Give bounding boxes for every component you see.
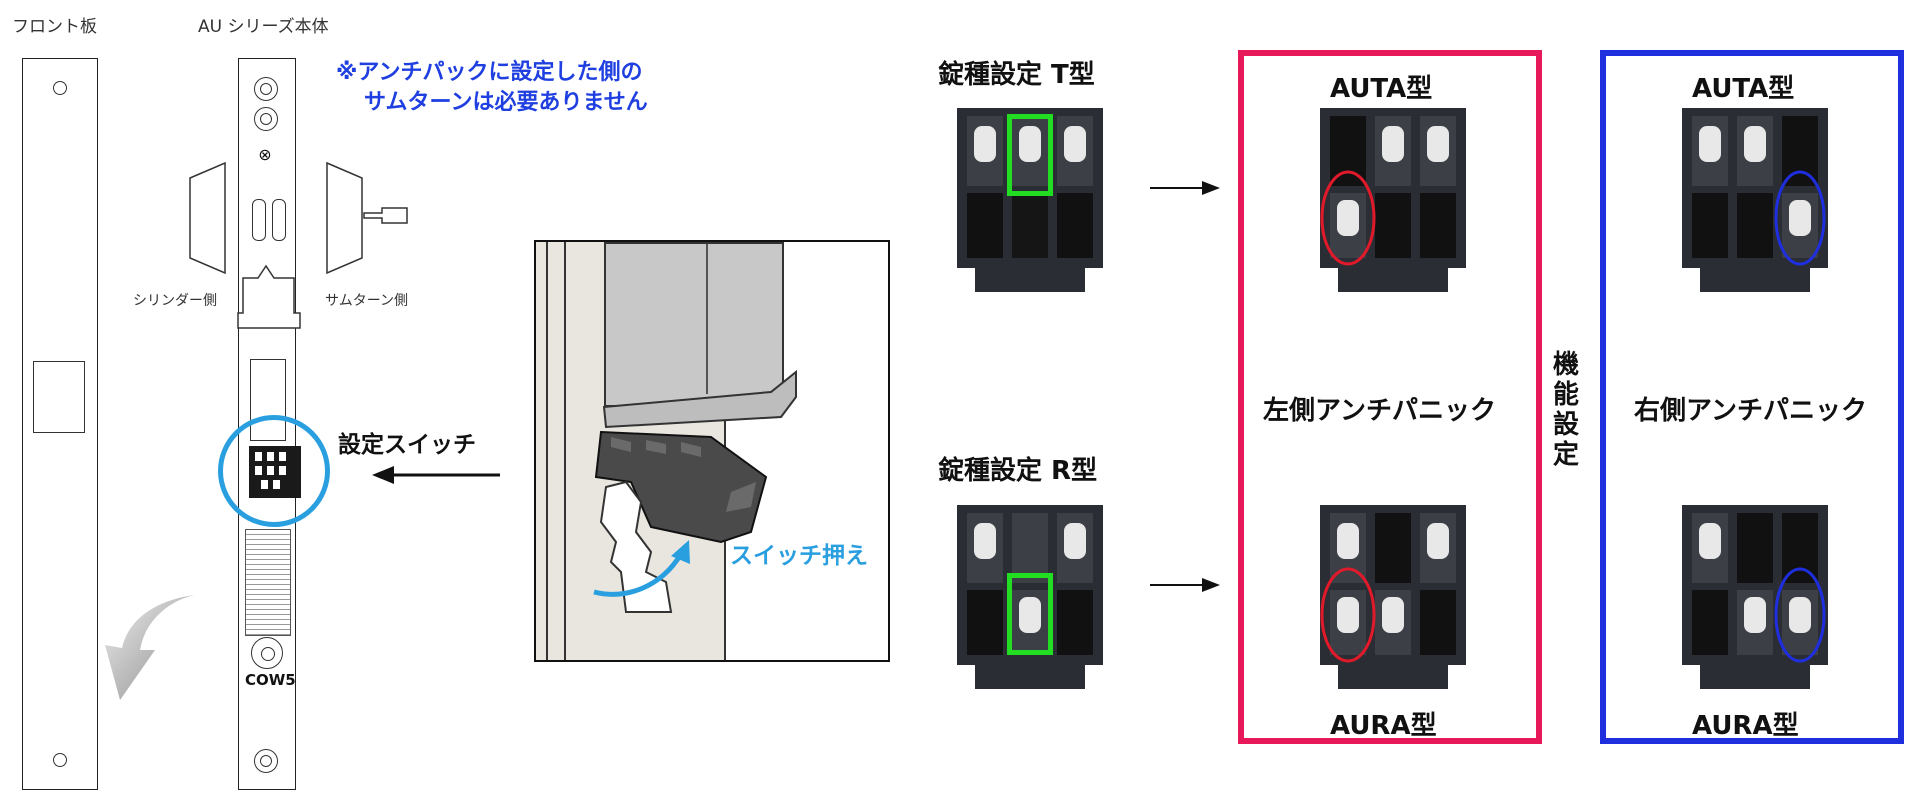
switch-photo-graphic (957, 505, 1103, 689)
switch-photo-graphic (1682, 505, 1828, 689)
setting-switch-label: 設定スイッチ (338, 432, 476, 458)
screw-hole (254, 749, 278, 773)
screw-hole (53, 81, 67, 95)
cylinder-side-label: シリンダー側 (133, 293, 217, 309)
latch-slot (272, 199, 286, 241)
switch-photo-auta-left (1320, 108, 1466, 298)
arrow-left-icon (372, 466, 500, 484)
screw-hole (254, 77, 278, 101)
left-antipanic-label: 左側アンチパニック (1263, 396, 1496, 426)
green-marker (1007, 114, 1053, 196)
auta-right-label: AUTA型 (1692, 74, 1795, 104)
switch-closeup-illustration (534, 240, 890, 662)
right-antipanic-label: 右側アンチパニック (1634, 396, 1867, 426)
spec-label (245, 529, 291, 636)
switch-highlight-circle (218, 415, 330, 527)
note-line1: ※アンチパックに設定した側の (336, 60, 643, 85)
lock-type-r-label: 錠種設定 R型 (938, 456, 1098, 486)
screw-hole (254, 107, 278, 131)
switch-photo-aura-right (1682, 505, 1828, 695)
note-line2: サムターンは必要ありません (364, 90, 648, 115)
front-plate (22, 58, 98, 790)
front-plate-label: フロント板 (12, 17, 97, 37)
switch-press-label: スイッチ押え (730, 543, 868, 569)
body-bracket (237, 264, 301, 329)
switch-photo-t (957, 108, 1103, 298)
right-antipanic-panel (1600, 50, 1904, 744)
switch-cover (594, 430, 768, 613)
arrow-right-icon (1150, 578, 1220, 592)
thumbturn-escutcheon (326, 161, 408, 275)
cylinder-hole (251, 637, 283, 669)
function-setting-label: 機能設定 (1551, 350, 1581, 470)
thumbturn-side-label: サムターン側 (325, 293, 409, 309)
green-marker (1007, 573, 1053, 655)
function-setting-text: 機能設定 (1552, 350, 1579, 470)
strike-opening (33, 361, 85, 433)
left-antipanic-panel (1238, 50, 1542, 744)
lock-type-t-label: 錠種設定 T型 (938, 60, 1095, 90)
lock-case (604, 242, 784, 407)
cross-screw-icon: ⊗ (258, 145, 272, 164)
switch-photo-graphic (957, 108, 1103, 292)
switch-photo-graphic (1682, 108, 1828, 292)
setting-switch-block (249, 446, 301, 498)
switch-photo-auta-right (1682, 108, 1828, 298)
blue-oval-marker (1774, 170, 1826, 266)
au-body-label: AU シリーズ本体 (198, 17, 329, 37)
switch-photo-graphic (1320, 505, 1466, 689)
switch-photo-aura-left (1320, 505, 1466, 695)
auta-left-label: AUTA型 (1330, 74, 1433, 104)
aura-left-label: AURA型 (1330, 711, 1437, 741)
cylinder-escutcheon (189, 161, 226, 275)
screw-hole (53, 753, 67, 767)
latch-slot (252, 199, 266, 241)
aura-right-label: AURA型 (1692, 711, 1799, 741)
switch-photo-graphic (1320, 108, 1466, 292)
red-oval-marker (1320, 170, 1376, 266)
red-oval-marker (1320, 567, 1376, 663)
curved-arrow-icon (593, 540, 690, 597)
model-code: COW5 (245, 671, 296, 689)
arrow-right-icon (1150, 181, 1220, 195)
rotate-arrow-icon (105, 595, 195, 700)
switch-photo-r (957, 505, 1103, 695)
blue-oval-marker (1774, 567, 1826, 663)
